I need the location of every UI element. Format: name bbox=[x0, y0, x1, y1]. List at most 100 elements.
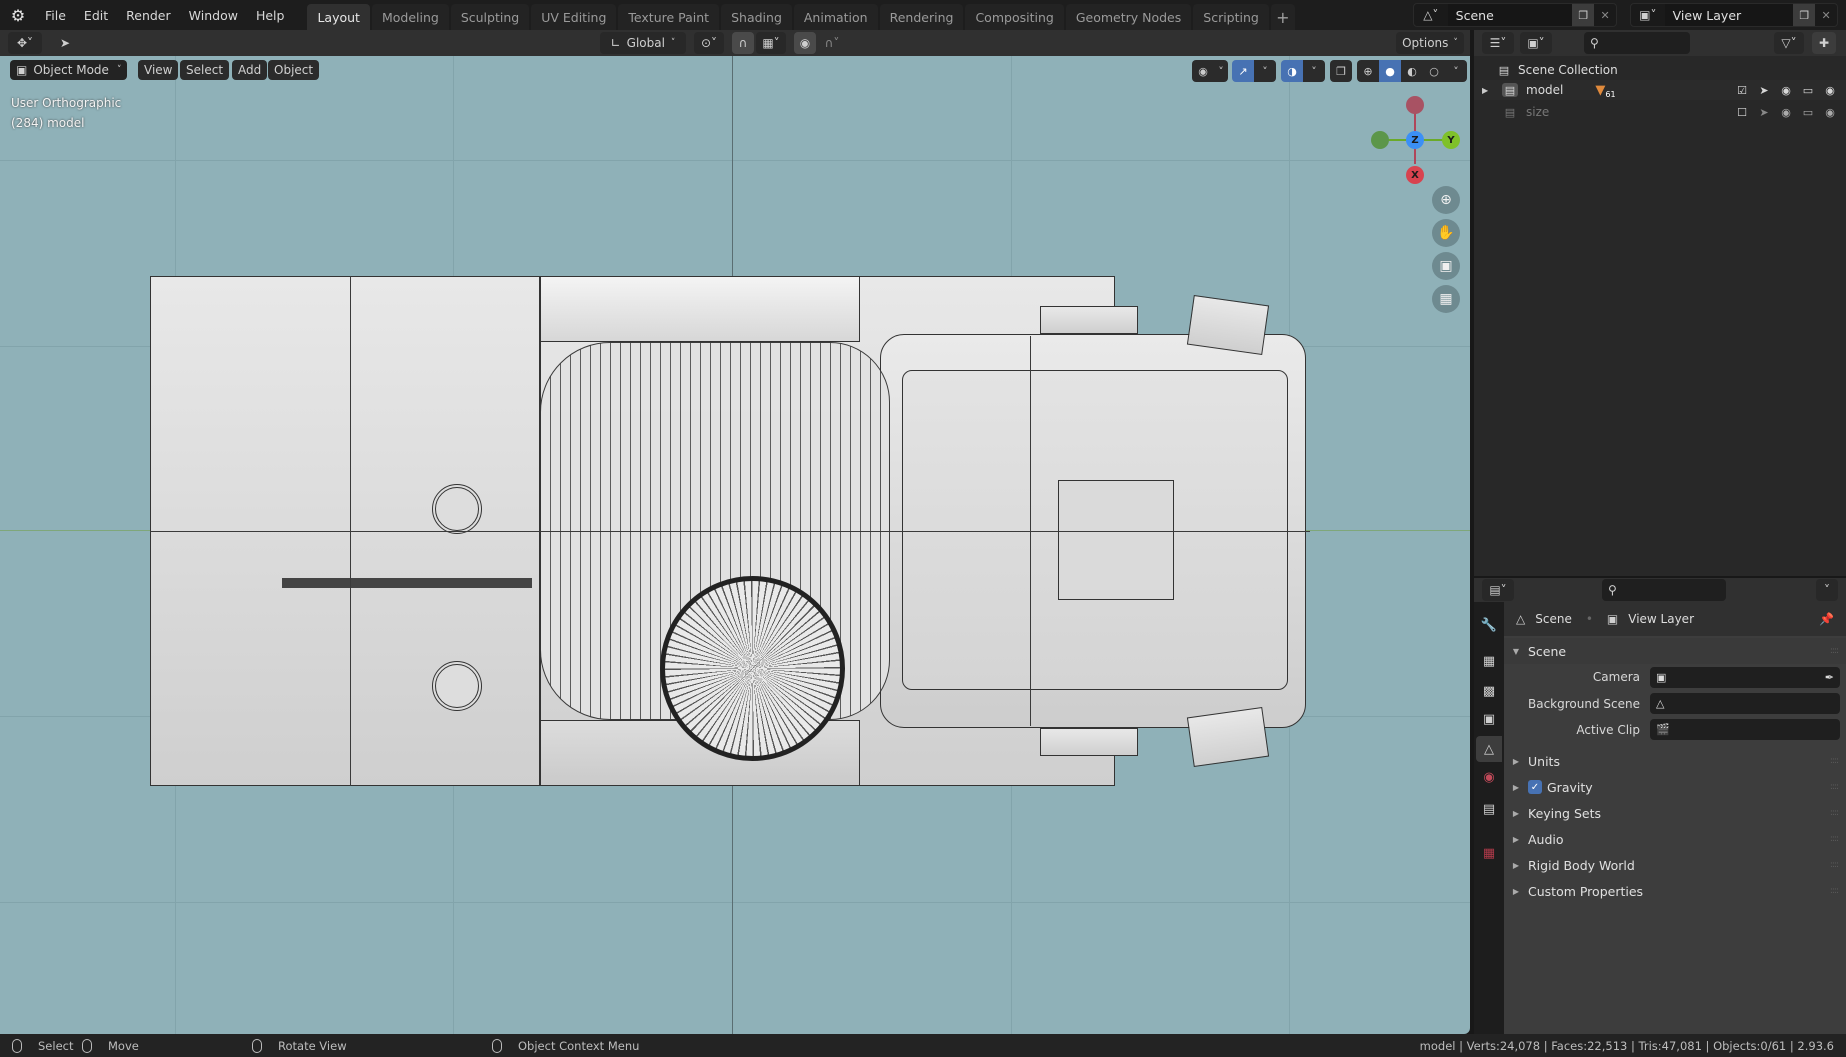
rendered-shading-icon[interactable]: ○ bbox=[1423, 60, 1445, 82]
eye-icon[interactable]: ◉ bbox=[1781, 83, 1791, 97]
copy-view-layer-icon[interactable]: ❐ bbox=[1793, 4, 1816, 26]
tab-layout[interactable]: Layout bbox=[307, 4, 370, 30]
pan-hand-icon[interactable]: ✋ bbox=[1432, 219, 1460, 247]
outliner-item-model[interactable]: ▶ ▤ model ▼ 61 ☑ ➤ ◉ ▭ ◉ bbox=[1474, 80, 1846, 100]
drag-handle-icon[interactable]: :::: bbox=[1829, 782, 1839, 792]
xray-icon[interactable]: ❐ bbox=[1330, 60, 1352, 82]
collection-tab-icon[interactable]: ▤ bbox=[1482, 801, 1496, 817]
gravity-checkbox[interactable]: ✓ bbox=[1528, 780, 1542, 794]
neg-y-axis-ball[interactable] bbox=[1371, 131, 1389, 149]
tab-texture-paint[interactable]: Texture Paint bbox=[618, 4, 720, 30]
add-workspace-button[interactable]: + bbox=[1270, 4, 1295, 30]
chevron-down-icon[interactable]: ˅ bbox=[1303, 60, 1325, 82]
menu-window[interactable]: Window bbox=[188, 7, 238, 23]
texture-tab-icon[interactable]: ▦ bbox=[1482, 845, 1496, 861]
xray-toggle[interactable]: ❐ bbox=[1330, 60, 1352, 82]
units-panel-header[interactable]: ▶ Units :::: bbox=[1504, 748, 1846, 774]
options-dropdown[interactable]: Options ˅ bbox=[1396, 32, 1464, 54]
selectable-icon[interactable]: ➤ bbox=[1759, 105, 1769, 119]
tab-scripting[interactable]: Scripting bbox=[1193, 4, 1269, 30]
snap-toggle-icon[interactable]: ∩ bbox=[732, 32, 754, 54]
menu-add[interactable]: Add bbox=[232, 60, 268, 80]
render-camera-icon[interactable]: ◉ bbox=[1825, 105, 1835, 119]
wireframe-shading-icon[interactable]: ⊕ bbox=[1357, 60, 1379, 82]
menu-help[interactable]: Help bbox=[255, 7, 285, 23]
tool-tab-icon[interactable]: 🔧 bbox=[1480, 617, 1498, 633]
model-mesh[interactable] bbox=[150, 276, 1310, 786]
visibility-dropdown[interactable]: ◉˅ bbox=[1192, 60, 1228, 82]
select-tool-icon[interactable]: ➤ bbox=[60, 36, 71, 50]
tab-uv-editing[interactable]: UV Editing bbox=[531, 4, 617, 30]
pivot-point-icon[interactable]: ⊙˅ bbox=[694, 32, 724, 54]
3d-viewport[interactable]: ▣ Object Mode ˅ View Select Add Object U… bbox=[0, 56, 1470, 1034]
menu-object[interactable]: Object bbox=[268, 60, 320, 80]
falloff-icon[interactable]: ∩˅ bbox=[824, 36, 840, 50]
z-axis-ball[interactable]: Z bbox=[1406, 131, 1424, 149]
overlay-toggle[interactable]: ◑˅ bbox=[1281, 60, 1325, 82]
eye-icon[interactable]: ◉ bbox=[1781, 105, 1791, 119]
selectable-icon[interactable]: ➤ bbox=[1759, 83, 1769, 97]
tab-modeling[interactable]: Modeling bbox=[371, 4, 449, 30]
eye-select-icon[interactable]: ◉ bbox=[1192, 60, 1214, 82]
drag-handle-icon[interactable]: :::: bbox=[1829, 646, 1839, 656]
display-mode-icon[interactable]: ▣˅ bbox=[1520, 32, 1552, 54]
tab-compositing[interactable]: Compositing bbox=[965, 4, 1064, 30]
drag-handle-icon[interactable]: :::: bbox=[1829, 756, 1839, 766]
gizmo-toggle[interactable]: ↗˅ bbox=[1232, 60, 1276, 82]
shading-modes[interactable]: ⊕ ● ◐ ○ ˅ bbox=[1357, 60, 1467, 82]
menu-select[interactable]: Select bbox=[180, 60, 230, 80]
menu-edit[interactable]: Edit bbox=[83, 7, 109, 23]
scene-name-field[interactable]: Scene bbox=[1447, 4, 1573, 26]
chevron-down-icon[interactable]: ˅ bbox=[1254, 60, 1276, 82]
camera-view-icon[interactable]: ▣ bbox=[1432, 252, 1460, 280]
drag-handle-icon[interactable]: :::: bbox=[1829, 834, 1839, 844]
output-tab-icon[interactable]: ▩ bbox=[1482, 683, 1496, 699]
copy-scene-icon[interactable]: ❐ bbox=[1572, 4, 1595, 26]
outliner-search-input[interactable]: ⚲ bbox=[1584, 32, 1690, 54]
zoom-icon[interactable]: ⊕ bbox=[1432, 186, 1460, 214]
scene-selector[interactable]: △˅ Scene ❐ ✕ bbox=[1413, 3, 1617, 27]
view-layer-name-field[interactable]: View Layer bbox=[1664, 4, 1794, 26]
scene-collection-row[interactable]: ▤ Scene Collection bbox=[1474, 60, 1846, 80]
viewport-disable-icon[interactable]: ▭ bbox=[1802, 105, 1814, 119]
chevron-down-icon[interactable]: ˅ bbox=[1214, 60, 1228, 82]
properties-search-input[interactable]: ⚲ bbox=[1602, 579, 1726, 601]
editor-type-icon[interactable]: ✥˅ bbox=[8, 32, 42, 54]
outliner-editor-type-icon[interactable]: ☰˅ bbox=[1482, 32, 1514, 54]
world-tab-icon[interactable]: ◉ bbox=[1483, 769, 1495, 785]
render-camera-icon[interactable]: ◉ bbox=[1825, 83, 1835, 97]
chevron-down-icon[interactable]: ˅ bbox=[1445, 60, 1467, 82]
view-layer-tab-icon[interactable]: ▣ bbox=[1482, 711, 1496, 727]
scene-tab-icon[interactable]: △ bbox=[1476, 736, 1502, 762]
x-axis-ball[interactable]: X bbox=[1406, 166, 1424, 184]
gizmo-icon[interactable]: ↗ bbox=[1232, 60, 1254, 82]
viewport-disable-icon[interactable]: ▭ bbox=[1802, 83, 1814, 97]
proportional-edit-icon[interactable]: ◉ bbox=[794, 32, 816, 54]
camera-field[interactable]: ▣ ✒ bbox=[1650, 667, 1840, 688]
solid-shading-icon[interactable]: ● bbox=[1379, 60, 1401, 82]
properties-editor-type-icon[interactable]: ▤˅ bbox=[1482, 579, 1514, 601]
render-tab-icon[interactable]: ▦ bbox=[1482, 653, 1496, 669]
active-clip-field[interactable]: 🎬 bbox=[1650, 719, 1840, 740]
tab-shading[interactable]: Shading bbox=[721, 4, 792, 30]
menu-view[interactable]: View bbox=[138, 60, 179, 80]
tab-animation[interactable]: Animation bbox=[793, 4, 878, 30]
scene-panel-header[interactable]: ▼ Scene :::: bbox=[1504, 638, 1846, 664]
view-layer-selector[interactable]: ▣˅ View Layer ❐ ✕ bbox=[1630, 3, 1838, 27]
rigid-body-world-panel-header[interactable]: ▶ Rigid Body World :::: bbox=[1504, 852, 1846, 878]
custom-properties-panel-header[interactable]: ▶ Custom Properties :::: bbox=[1504, 878, 1846, 904]
snap-target-icon[interactable]: ▦˅ bbox=[756, 32, 786, 54]
filter-icon[interactable]: ▽˅ bbox=[1774, 32, 1804, 54]
y-axis-ball[interactable]: Y bbox=[1442, 131, 1460, 149]
exclude-checkbox[interactable]: ☑ bbox=[1737, 83, 1747, 97]
audio-panel-header[interactable]: ▶ Audio :::: bbox=[1504, 826, 1846, 852]
transform-orientation-dropdown[interactable]: ∟ Global ˅ bbox=[600, 32, 686, 54]
menu-file[interactable]: File bbox=[45, 7, 66, 23]
neg-x-axis-ball[interactable] bbox=[1406, 96, 1424, 114]
tab-sculpting[interactable]: Sculpting bbox=[450, 4, 530, 30]
menu-render[interactable]: Render bbox=[126, 7, 171, 23]
drag-handle-icon[interactable]: :::: bbox=[1829, 808, 1839, 818]
material-shading-icon[interactable]: ◐ bbox=[1401, 60, 1423, 82]
drag-handle-icon[interactable]: :::: bbox=[1829, 886, 1839, 896]
eyedropper-icon[interactable]: ✒ bbox=[1824, 671, 1834, 684]
